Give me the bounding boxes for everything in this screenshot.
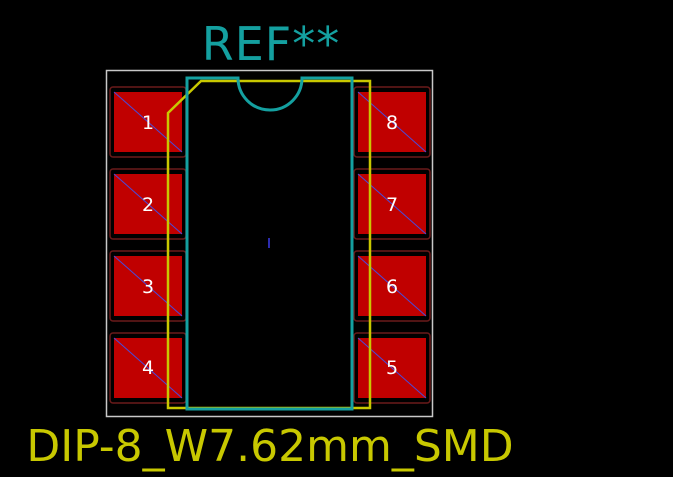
pad-3[interactable]: 3 xyxy=(109,250,187,322)
pad-2[interactable]: 2 xyxy=(109,168,187,240)
fabrication-body-outline xyxy=(185,76,354,411)
pad-1[interactable]: 1 xyxy=(109,86,187,158)
pad-5[interactable]: 5 xyxy=(353,332,431,404)
pad-label: 4 xyxy=(142,357,154,379)
pad-label: 3 xyxy=(142,276,154,298)
pad-7[interactable]: 7 xyxy=(353,168,431,240)
pad-label: 5 xyxy=(386,357,398,379)
pad-4[interactable]: 4 xyxy=(109,332,187,404)
pad-label: 1 xyxy=(142,112,154,134)
pad-column-right: 8 7 6 5 xyxy=(353,86,431,404)
pad-label: 7 xyxy=(386,194,398,216)
pad-6[interactable]: 6 xyxy=(353,250,431,322)
courtyard-outline xyxy=(105,69,434,418)
pad-label: 2 xyxy=(142,194,154,216)
pad-column-left: 1 2 3 4 xyxy=(109,86,187,404)
pad-label: 6 xyxy=(386,276,398,298)
pad-8[interactable]: 8 xyxy=(353,86,431,158)
footprint-value[interactable]: DIP-8_W7.62mm_SMD xyxy=(26,421,513,472)
reference-designator[interactable]: REF** xyxy=(202,17,341,71)
pad-label: 8 xyxy=(386,112,398,134)
